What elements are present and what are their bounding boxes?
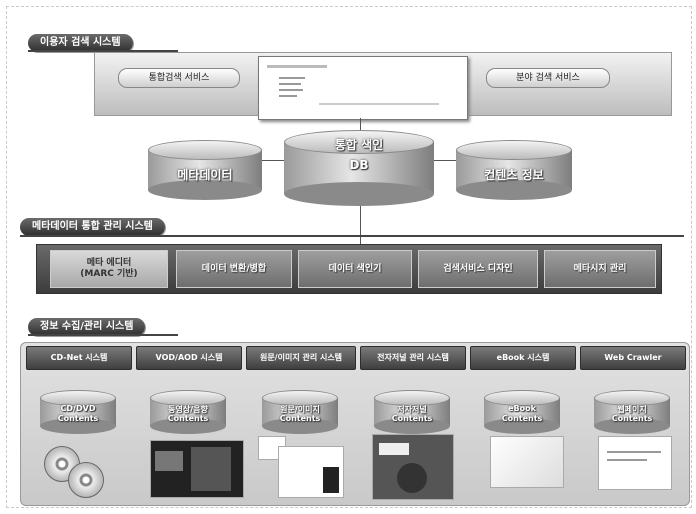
collection-db-label: 동영상/음향 xyxy=(168,405,208,414)
connector-line xyxy=(360,118,361,132)
meta-tool-label: 데이터 변환/병합 xyxy=(201,263,267,274)
screenshot-line xyxy=(279,83,301,85)
collection-db: CD/DVD Contents xyxy=(40,390,116,434)
collection-db-sublabel: Contents xyxy=(57,414,99,423)
meta-tool-label: 메타 에디터 xyxy=(86,258,132,268)
screenshot-line xyxy=(279,95,297,97)
collection-db-label: 원문/이미지 xyxy=(280,405,320,414)
collection-db: 웹페이지 Contents xyxy=(594,390,670,434)
cylinder-top xyxy=(374,390,450,406)
connector-line xyxy=(360,200,361,244)
collection-db-sublabel: Contents xyxy=(611,414,653,423)
cylinder-top xyxy=(148,140,262,160)
search-screenshot xyxy=(258,56,468,120)
document-thumbnail xyxy=(278,446,344,498)
meta-tool-manage: 메타시지 관리 xyxy=(544,250,656,288)
section-label-user-search: 이용자 검색 시스템 xyxy=(28,34,133,52)
webpage-line xyxy=(607,451,661,453)
collection-db: 원문/이미지 Contents xyxy=(262,390,338,434)
contents-info-db: 컨텐츠 정보 xyxy=(456,140,572,200)
video-frame xyxy=(191,447,231,491)
collection-db-sublabel: Contents xyxy=(501,414,543,423)
index-db-label-line1: 통합 색인 xyxy=(334,138,384,152)
section-underline xyxy=(28,50,178,52)
cylinder-top xyxy=(40,390,116,406)
journal-thumbnail xyxy=(372,434,454,500)
metadata-db-label: 메타데이터 xyxy=(177,168,233,182)
collection-header: Web Crawler xyxy=(580,346,686,370)
collection-db-sublabel: Contents xyxy=(391,414,433,423)
meta-tool-design: 검색서비스 디자인 xyxy=(418,250,538,288)
collection-db: 동영상/음향 Contents xyxy=(150,390,226,434)
diagram-frame xyxy=(6,6,692,508)
collection-db-sublabel: Contents xyxy=(167,414,209,423)
connector-line xyxy=(434,160,456,161)
collection-db: 저자저널 Contents xyxy=(374,390,450,434)
cylinder-top xyxy=(284,130,434,154)
webpage-line xyxy=(607,459,647,461)
section-underline xyxy=(20,235,684,237)
screenshot-line xyxy=(267,65,327,68)
collection-db: eBook Contents xyxy=(484,390,560,434)
section-label-metadata: 메타데이터 통합 관리 시스템 xyxy=(20,218,165,236)
collection-db-label: CD/DVD xyxy=(60,404,96,413)
collection-header: 전자저널 관리 시스템 xyxy=(360,346,466,370)
meta-tool-indexer: 데이터 색인기 xyxy=(298,250,412,288)
cylinder-bottom xyxy=(484,418,560,434)
cylinder-top xyxy=(262,390,338,406)
integrated-index-db: 통합 색인 DB xyxy=(284,130,434,206)
collection-db-label: eBook xyxy=(508,404,536,413)
collection-header: VOD/AOD 시스템 xyxy=(136,346,242,370)
cylinder-bottom xyxy=(374,418,450,434)
meta-tool-label: 데이터 색인기 xyxy=(328,263,382,274)
screenshot-line xyxy=(279,89,303,91)
section-label-collection: 정보 수집/관리 시스템 xyxy=(28,318,146,336)
meta-tool-convert: 데이터 변환/병합 xyxy=(176,250,292,288)
cylinder-bottom xyxy=(40,418,116,434)
cylinder-bottom xyxy=(262,418,338,434)
cylinder-top xyxy=(456,140,572,160)
cylinder-bottom xyxy=(150,418,226,434)
cylinder-top xyxy=(150,390,226,406)
video-thumbnail xyxy=(150,440,244,498)
collection-header: CD-Net 시스템 xyxy=(26,346,132,370)
contents-db-label: 컨텐츠 정보 xyxy=(484,168,544,182)
collection-db-label: 웹페이지 xyxy=(617,405,647,414)
ebook-thumbnail xyxy=(490,436,564,488)
metadata-db: 메타데이터 xyxy=(148,140,262,200)
screenshot-line xyxy=(279,77,305,79)
webpage-thumbnail xyxy=(598,436,672,490)
video-frame xyxy=(155,451,183,471)
meta-tool-label: 메타시지 관리 xyxy=(573,263,627,274)
index-db-label-line2: DB xyxy=(349,158,369,172)
screenshot-line xyxy=(319,103,439,105)
meta-tool-sublabel: (MARC 기반) xyxy=(80,269,138,279)
section-underline xyxy=(28,334,178,336)
cylinder-bottom xyxy=(148,180,262,200)
journal-cover xyxy=(397,463,427,493)
field-search-service: 분야 검색 서비스 xyxy=(486,68,610,88)
cylinder-bottom xyxy=(284,182,434,206)
connector-line xyxy=(262,160,284,161)
meta-tool-editor: 메타 에디터(MARC 기반) xyxy=(50,250,168,288)
cylinder-top xyxy=(484,390,560,406)
collection-header: 원문/이미지 관리 시스템 xyxy=(246,346,356,370)
document-image xyxy=(323,467,339,493)
meta-tool-label: 검색서비스 디자인 xyxy=(443,263,513,274)
cd-disc-icon xyxy=(68,462,104,498)
integrated-search-service: 통합검색 서비스 xyxy=(118,68,240,88)
cylinder-top xyxy=(594,390,670,406)
collection-header: eBook 시스템 xyxy=(470,346,576,370)
collection-db-label: 저자저널 xyxy=(397,405,427,414)
collection-db-sublabel: Contents xyxy=(279,414,321,423)
cylinder-bottom xyxy=(456,180,572,200)
cylinder-bottom xyxy=(594,418,670,434)
journal-cover xyxy=(379,443,409,455)
